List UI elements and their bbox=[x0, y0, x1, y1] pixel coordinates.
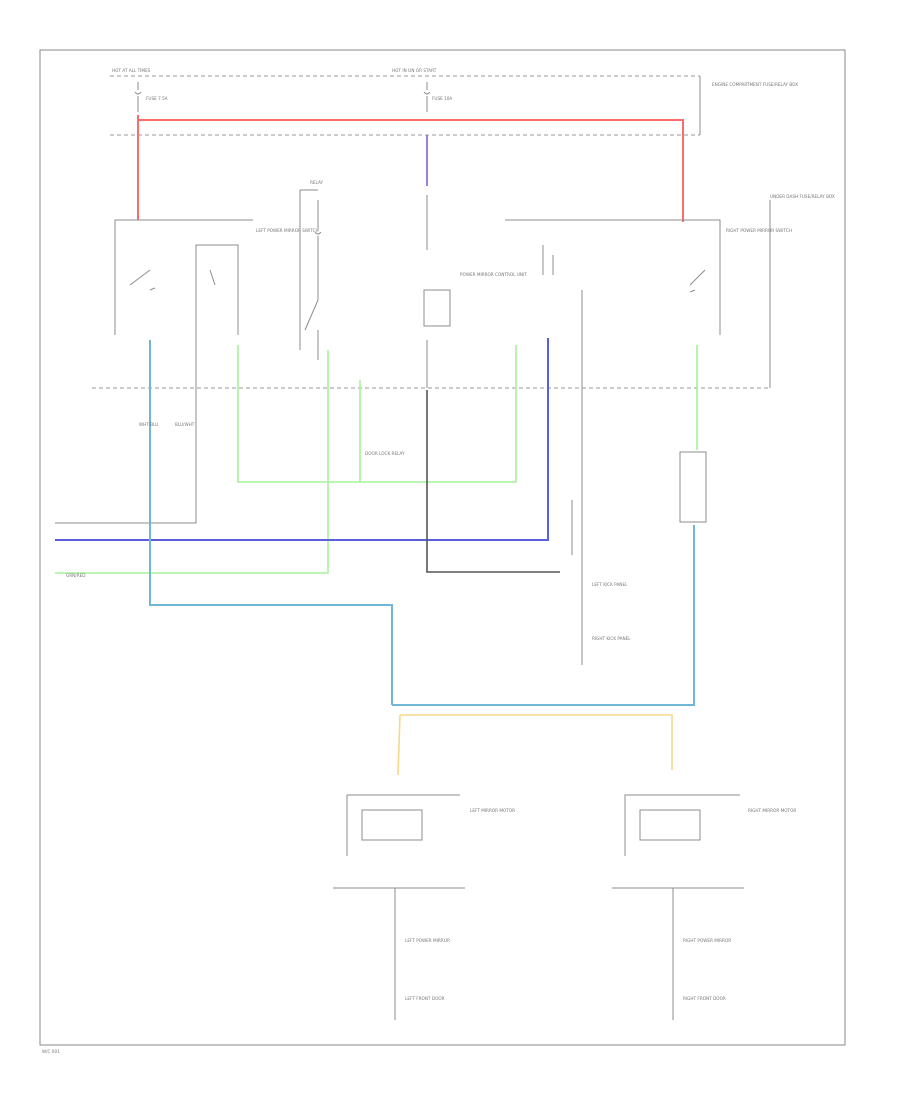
center-relay-switch bbox=[304, 299, 319, 360]
footer-code: W/C 001 bbox=[42, 1049, 60, 1054]
green-wire-harness bbox=[237, 345, 517, 483]
left-switch-inner bbox=[195, 244, 239, 335]
grey-wire-left bbox=[55, 335, 197, 524]
right-switch-inner bbox=[542, 245, 554, 275]
left-motor-side-label: LEFT POWER MIRROR bbox=[405, 938, 450, 943]
green-wire-left-exit bbox=[55, 350, 329, 574]
left-motor-box bbox=[346, 794, 460, 856]
fuse-left-symbol bbox=[134, 82, 142, 112]
wire-label-b: BLU/WHT bbox=[175, 422, 195, 427]
lightblue-wire-right bbox=[392, 525, 695, 706]
power-mirror-module-label: POWER MIRROR CONTROL UNIT bbox=[460, 272, 527, 277]
center-relay-coil bbox=[314, 200, 322, 300]
center-relay-label: RELAY bbox=[310, 180, 324, 185]
gnd-left-label: LEFT KICK PANEL bbox=[592, 582, 628, 587]
fuse-center-symbol bbox=[423, 82, 431, 112]
right-motor-inner bbox=[639, 809, 701, 841]
wire-label-c: GRN/RED bbox=[66, 573, 85, 578]
yellow-wire bbox=[400, 714, 673, 770]
right-motor-box bbox=[624, 794, 740, 856]
right-motor-side-label: RIGHT POWER MIRROR bbox=[683, 938, 731, 943]
center-relay-box bbox=[423, 289, 451, 327]
left-motor-inner bbox=[361, 809, 423, 841]
center-module-outline bbox=[299, 189, 318, 350]
top-left-label: HOT AT ALL TIMES bbox=[112, 68, 151, 73]
left-motor-label: LEFT MIRROR MOTOR bbox=[470, 808, 515, 813]
right-switch-box bbox=[505, 219, 721, 335]
right-device-box bbox=[679, 451, 707, 523]
red-wire-bus bbox=[138, 119, 684, 222]
left-gnd-label: LEFT FRONT DOOR bbox=[405, 996, 445, 1001]
center-ground-wire bbox=[426, 390, 560, 573]
fuse-left-label: FUSE 7.5A bbox=[146, 96, 168, 101]
right-motor-label: RIGHT MIRROR MOTOR bbox=[748, 808, 796, 813]
right-gnd-label: RIGHT FRONT DOOR bbox=[683, 996, 726, 1001]
diagram-frame bbox=[39, 49, 846, 1046]
right-switch-label: RIGHT POWER MIRROR SWITCH bbox=[726, 228, 792, 233]
lightblue-wire-left bbox=[149, 340, 393, 705]
yellow-wire-left-drop bbox=[397, 714, 401, 776]
top-center-label: HOT IN ON OR START bbox=[392, 68, 437, 73]
left-switch-contact-1 bbox=[129, 269, 156, 291]
gnd-right-label: RIGHT KICK PANEL bbox=[592, 636, 631, 641]
door-lock-label: DOOR LOCK RELAY bbox=[365, 451, 405, 456]
engine-fuse-box-label: ENGINE COMPARTMENT FUSE/RELAY BOX bbox=[712, 82, 798, 87]
left-switch-label: LEFT POWER MIRROR SWITCH bbox=[256, 228, 319, 233]
fuse-center-label: FUSE 10A bbox=[432, 96, 452, 101]
left-switch-box bbox=[114, 219, 253, 335]
right-switch-contact bbox=[689, 269, 706, 293]
left-switch-contact-2 bbox=[209, 269, 216, 286]
blue-wire bbox=[55, 338, 549, 541]
wire-label-a: WHT/BLU bbox=[139, 422, 158, 427]
under-dash-label: UNDER DASH FUSE/RELAY BOX bbox=[770, 194, 835, 199]
